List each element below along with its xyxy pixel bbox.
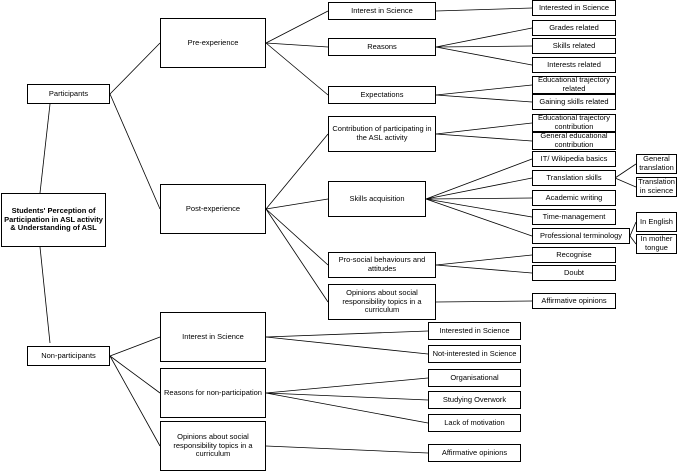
gaining-skills-related-leaf: Gaining skills related [532,94,616,110]
connector [39,103,51,194]
edu-trajectory-related-leaf: Educational trajectory related [532,76,616,94]
affirmative-opinions-non-participants-leaf: Affirmative opinions [428,444,521,462]
connector [435,94,533,103]
connector [425,197,533,200]
pre-experience-node: Pre-experience [160,18,266,68]
connector [109,42,161,95]
contribution-node: Contribution of participating in the ASL… [328,116,436,152]
connector [629,221,637,237]
np-interested-leaf: Interested in Science [428,322,521,340]
connector [614,163,637,179]
in-mother-tongue-leaf: In mother tongue [636,234,677,254]
connector [39,246,51,344]
connector [425,158,533,200]
connector [265,42,329,96]
time-management-leaf: Time-management [532,209,616,225]
connector [265,336,429,355]
connector [435,7,533,12]
skills-related-leaf: Skills related [532,38,616,54]
grades-related-leaf: Grades related [532,20,616,36]
it-wikipedia-leaf: IT/ Wikipedia basics [532,151,616,167]
connector [109,336,161,357]
root-node: Students' Perception of Participation in… [1,193,106,247]
reasons-node: Reasons [328,38,436,56]
connector [614,177,637,188]
in-english-leaf: In English [636,212,677,232]
prosocial-node: Pro-social behaviours and attitudes [328,252,436,278]
connector [109,355,161,447]
connector [435,27,533,48]
connector [435,254,533,266]
connector [109,355,161,394]
connector [265,377,429,394]
connector [265,208,329,303]
connector [425,177,533,200]
studying-overwork-leaf: Studying Overwork [428,391,521,409]
connector [435,45,533,48]
np-not-interested-leaf: Not-interested in Science [428,345,521,363]
recognise-leaf: Recognise [532,247,616,263]
general-translation-leaf: General translation [636,154,677,174]
connector [265,198,329,210]
connector [435,264,533,274]
organisational-leaf: Organisational [428,369,521,387]
interested-in-science-leaf: Interested in Science [532,0,616,16]
connector [265,330,429,338]
np-interest-node: Interest in Science [160,312,266,362]
connector [425,198,533,218]
connector [435,300,533,303]
general-edu-contribution-leaf: General educational contribution [532,132,616,150]
connector [435,133,533,142]
academic-writing-leaf: Academic writing [532,190,616,206]
connector [435,122,533,135]
lack-of-motivation-leaf: Lack of motivation [428,414,521,432]
post-experience-node: Post-experience [160,184,266,234]
connector [425,198,533,237]
translation-in-science-leaf: Translation in science [636,177,677,197]
connector [109,93,161,210]
affirmative-opinions-participants-leaf: Affirmative opinions [532,293,616,309]
connector [265,10,329,44]
pre-interest-node: Interest in Science [328,2,436,20]
participants-node: Participants [27,84,110,104]
connector [265,208,329,266]
opinions-non-participants-node: Opinions about social responsibility top… [160,421,266,471]
connector [435,84,533,96]
doubt-leaf: Doubt [532,265,616,281]
opinions-participants-node: Opinions about social responsibility top… [328,284,436,320]
connector [265,42,329,48]
connector [435,46,533,66]
interests-related-leaf: Interests related [532,57,616,73]
connector [629,235,637,245]
non-participants-node: Non-participants [27,346,110,366]
professional-terminology-leaf: Professional terminology [532,228,630,244]
edu-trajectory-contribution-leaf: Educational trajectory contribution [532,114,616,132]
translation-skills-leaf: Translation skills [532,170,616,186]
connector [265,392,429,424]
connector [265,392,429,401]
expectations-node: Expectations [328,86,436,104]
np-reasons-node: Reasons for non-participation [160,368,266,418]
connector [265,445,429,454]
skills-acquisition-node: Skills acquisition [328,181,426,217]
connector [265,133,329,210]
